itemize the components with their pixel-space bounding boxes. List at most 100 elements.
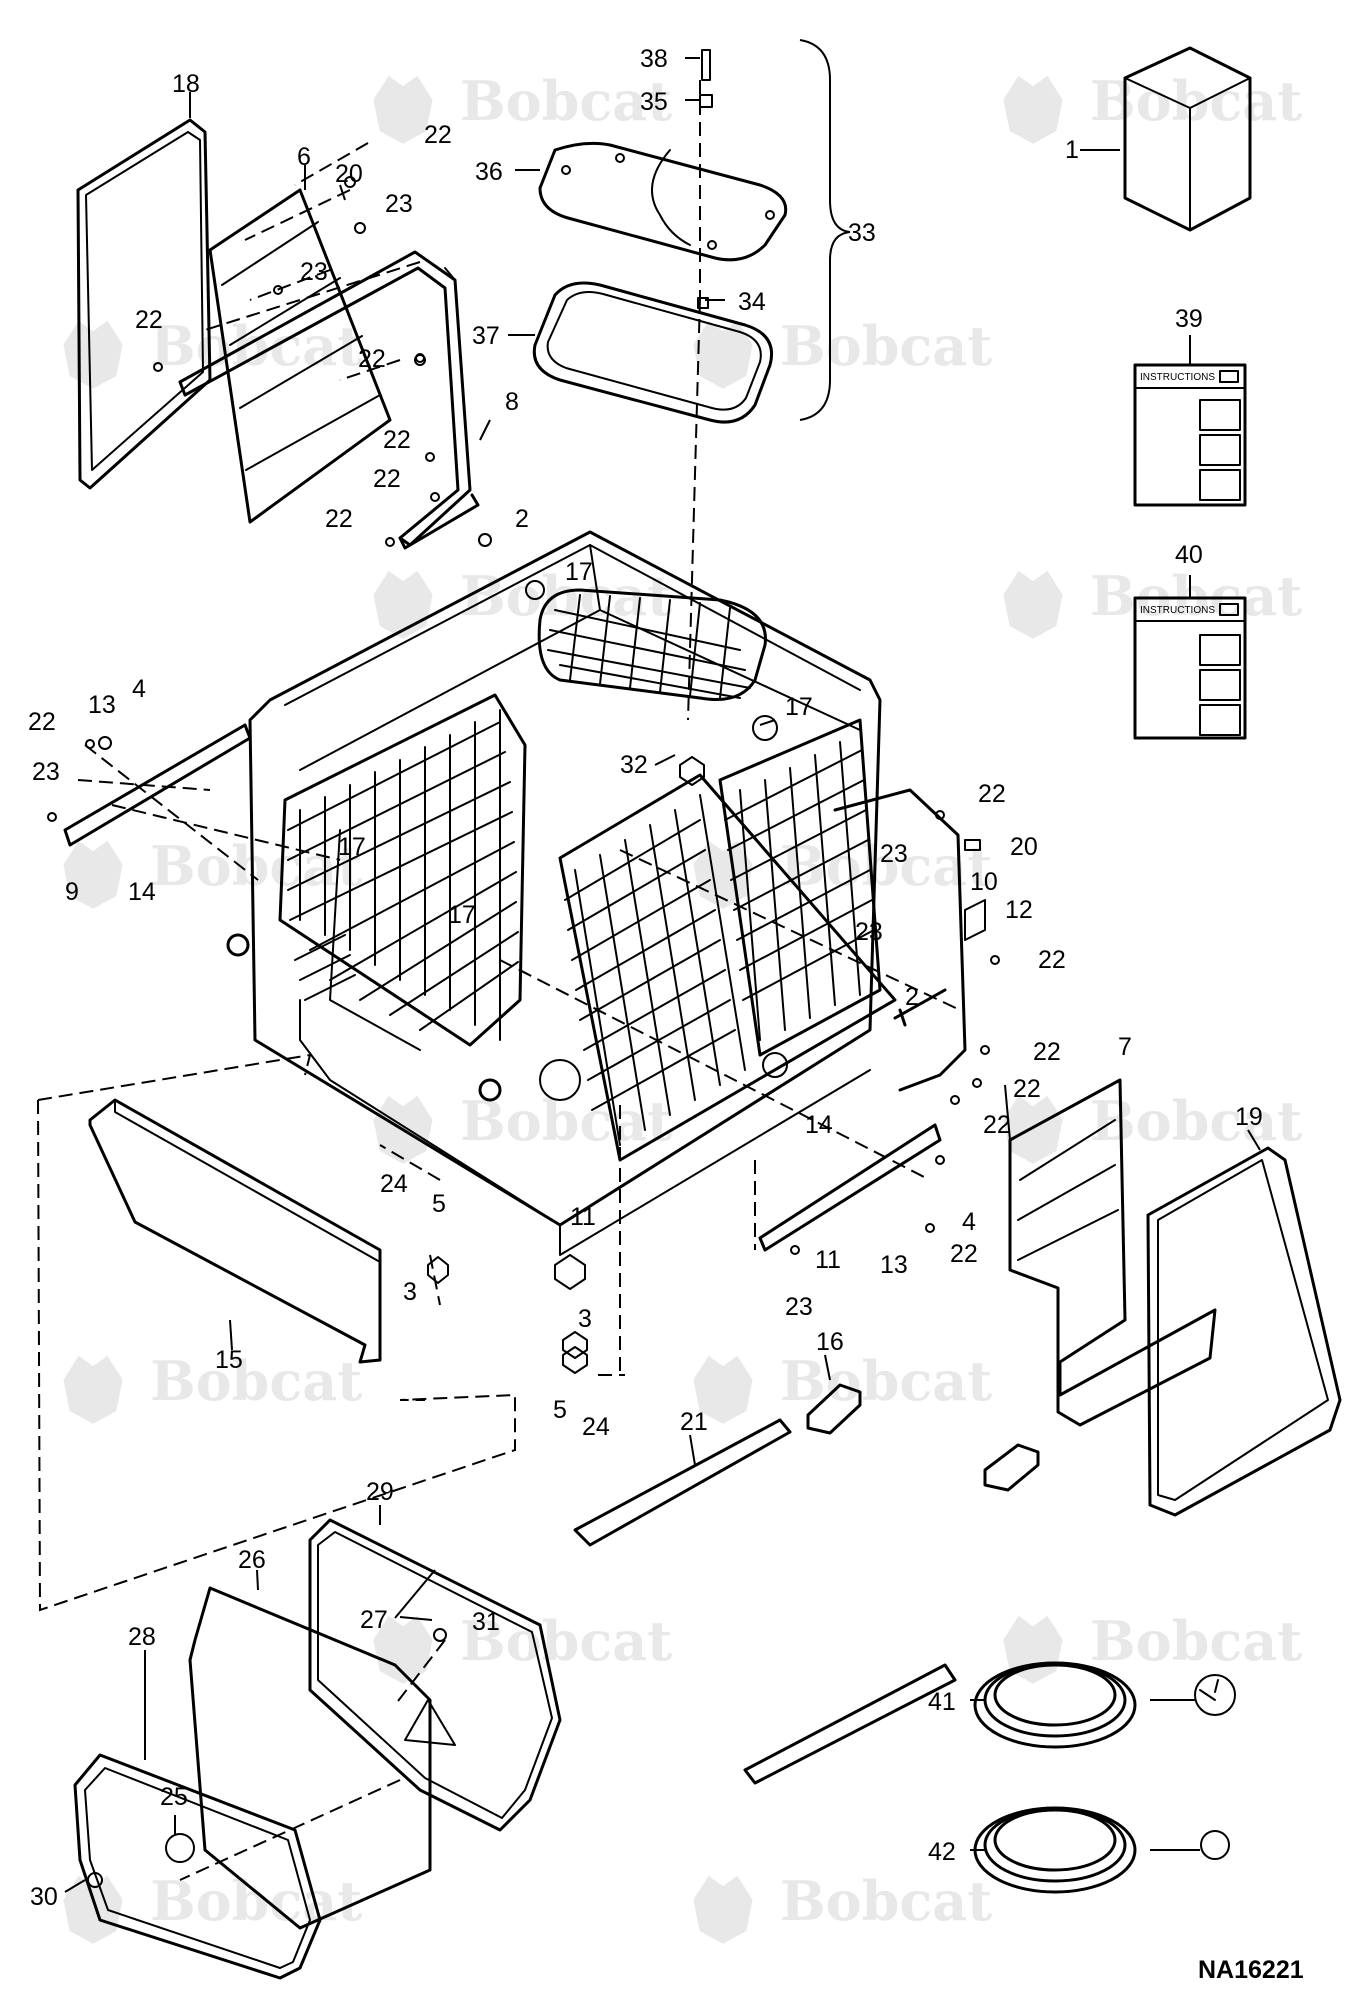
callout-3: 3 — [578, 1305, 592, 1333]
callout-23: 23 — [32, 758, 60, 786]
callout-40: 40 — [1175, 541, 1203, 569]
callout-1: 1 — [1065, 136, 1079, 164]
watermark-text: Bobcat — [150, 1349, 362, 1413]
rear-window-frame — [178, 250, 480, 550]
seal-block — [806, 1383, 1040, 1492]
callout-17: 17 — [565, 558, 593, 586]
callout-7: 7 — [1118, 1033, 1132, 1061]
callout-8: 8 — [505, 388, 519, 416]
callout-13: 13 — [880, 1251, 908, 1279]
callout-32: 32 — [620, 751, 648, 779]
callout-6: 6 — [297, 143, 311, 171]
callout-34: 34 — [738, 288, 766, 316]
watermark-text: Bobcat — [1090, 1089, 1302, 1153]
watermark-text: Bobcat — [460, 69, 672, 133]
cab-body — [226, 530, 897, 1256]
callout-22: 22 — [983, 1111, 1011, 1139]
callout-41: 41 — [928, 1688, 956, 1716]
callout-14: 14 — [805, 1111, 833, 1139]
callout-19: 19 — [1235, 1103, 1263, 1131]
callout-22: 22 — [978, 780, 1006, 808]
kit-box — [1123, 46, 1252, 232]
manual-label: INSTRUCTIONS — [1140, 605, 1215, 616]
side-window-glass — [188, 1586, 432, 1930]
rear-window-pane — [76, 118, 212, 490]
callout-20: 20 — [1010, 833, 1038, 861]
drawing-number: NA16221 — [1198, 1956, 1304, 1984]
hatch-seal — [532, 281, 773, 424]
callout-38: 38 — [640, 45, 668, 73]
callout-28: 28 — [128, 1623, 156, 1651]
callout-3: 3 — [403, 1278, 417, 1306]
callout-22: 22 — [950, 1240, 978, 1268]
leader-lines — [64, 39, 1261, 1893]
callout-2: 2 — [905, 983, 919, 1011]
watermark-text: Bobcat — [1090, 1609, 1302, 1673]
callout-17: 17 — [338, 833, 366, 861]
side-panel — [88, 1098, 382, 1364]
door-window-pane — [1146, 1146, 1342, 1517]
callout-22: 22 — [135, 306, 163, 334]
callout-26: 26 — [238, 1546, 266, 1574]
callout-23: 23 — [855, 918, 883, 946]
watermark-text: Bobcat — [1090, 69, 1302, 133]
callout-22: 22 — [325, 505, 353, 533]
callout-4: 4 — [962, 1208, 976, 1236]
callout-36: 36 — [475, 158, 503, 186]
door-handle-bar — [833, 788, 967, 1092]
callout-24: 24 — [380, 1170, 408, 1198]
callout-33: 33 — [848, 219, 876, 247]
callout-22: 22 — [424, 121, 452, 149]
side-window-frame — [73, 1753, 322, 1980]
callout-37: 37 — [472, 322, 500, 350]
callout-4: 4 — [132, 675, 146, 703]
callout-10: 10 — [970, 868, 998, 896]
watermark-text: Bobcat — [780, 314, 992, 378]
callout-27: 27 — [360, 1606, 388, 1634]
callout-17: 17 — [448, 901, 476, 929]
callout-29: 29 — [366, 1478, 394, 1506]
callout-42: 42 — [928, 1838, 956, 1866]
callout-20: 20 — [335, 160, 363, 188]
callout-11: 11 — [815, 1246, 841, 1274]
seal-hose — [973, 1661, 1236, 1894]
mounting-bracket — [63, 723, 947, 1252]
fasteners — [47, 176, 1000, 1888]
manual-label: INSTRUCTIONS — [1140, 372, 1215, 383]
callout-14: 14 — [128, 878, 156, 906]
callout-2: 2 — [515, 505, 529, 533]
callout-18: 18 — [172, 70, 200, 98]
callout-30: 30 — [30, 1883, 58, 1911]
seal-strip — [573, 1418, 957, 1785]
callout-22: 22 — [358, 345, 386, 373]
callout-23: 23 — [385, 190, 413, 218]
callout-13: 13 — [88, 691, 116, 719]
callout-16: 16 — [816, 1328, 844, 1356]
callout-21: 21 — [680, 1408, 708, 1436]
callout-11: 11 — [570, 1203, 596, 1231]
rear-screen — [208, 188, 392, 524]
watermark-layer: Bobcat Bobcat Bobcat Bobcat Bobcat Bobca… — [63, 69, 1302, 1944]
callout-12: 12 — [1005, 896, 1033, 924]
callout-23: 23 — [785, 1293, 813, 1321]
assembly-lines — [37, 80, 961, 1881]
callout-9: 9 — [65, 878, 79, 906]
watermark-text: Bobcat — [460, 1609, 672, 1673]
callout-24: 24 — [582, 1413, 610, 1441]
watermark-text: Bobcat — [780, 1349, 992, 1413]
callout-22: 22 — [1033, 1038, 1061, 1066]
callout-23: 23 — [880, 840, 908, 868]
callout-5: 5 — [553, 1396, 567, 1424]
callout-22: 22 — [383, 426, 411, 454]
watermark-text: Bobcat — [780, 1869, 992, 1933]
callout-22: 22 — [1038, 946, 1066, 974]
callout-22: 22 — [28, 708, 56, 736]
callout-22: 22 — [1013, 1075, 1041, 1103]
watermark-text: Bobcat — [150, 1869, 362, 1933]
top-hatch-cover — [538, 141, 788, 262]
callout-23: 23 — [300, 258, 328, 286]
callout-labels: 1 2 2 3 3 4 4 5 5 6 7 8 9 10 11 11 12 13… — [28, 45, 1304, 1984]
watermark-text: Bobcat — [150, 834, 362, 898]
callout-17: 17 — [785, 693, 813, 721]
